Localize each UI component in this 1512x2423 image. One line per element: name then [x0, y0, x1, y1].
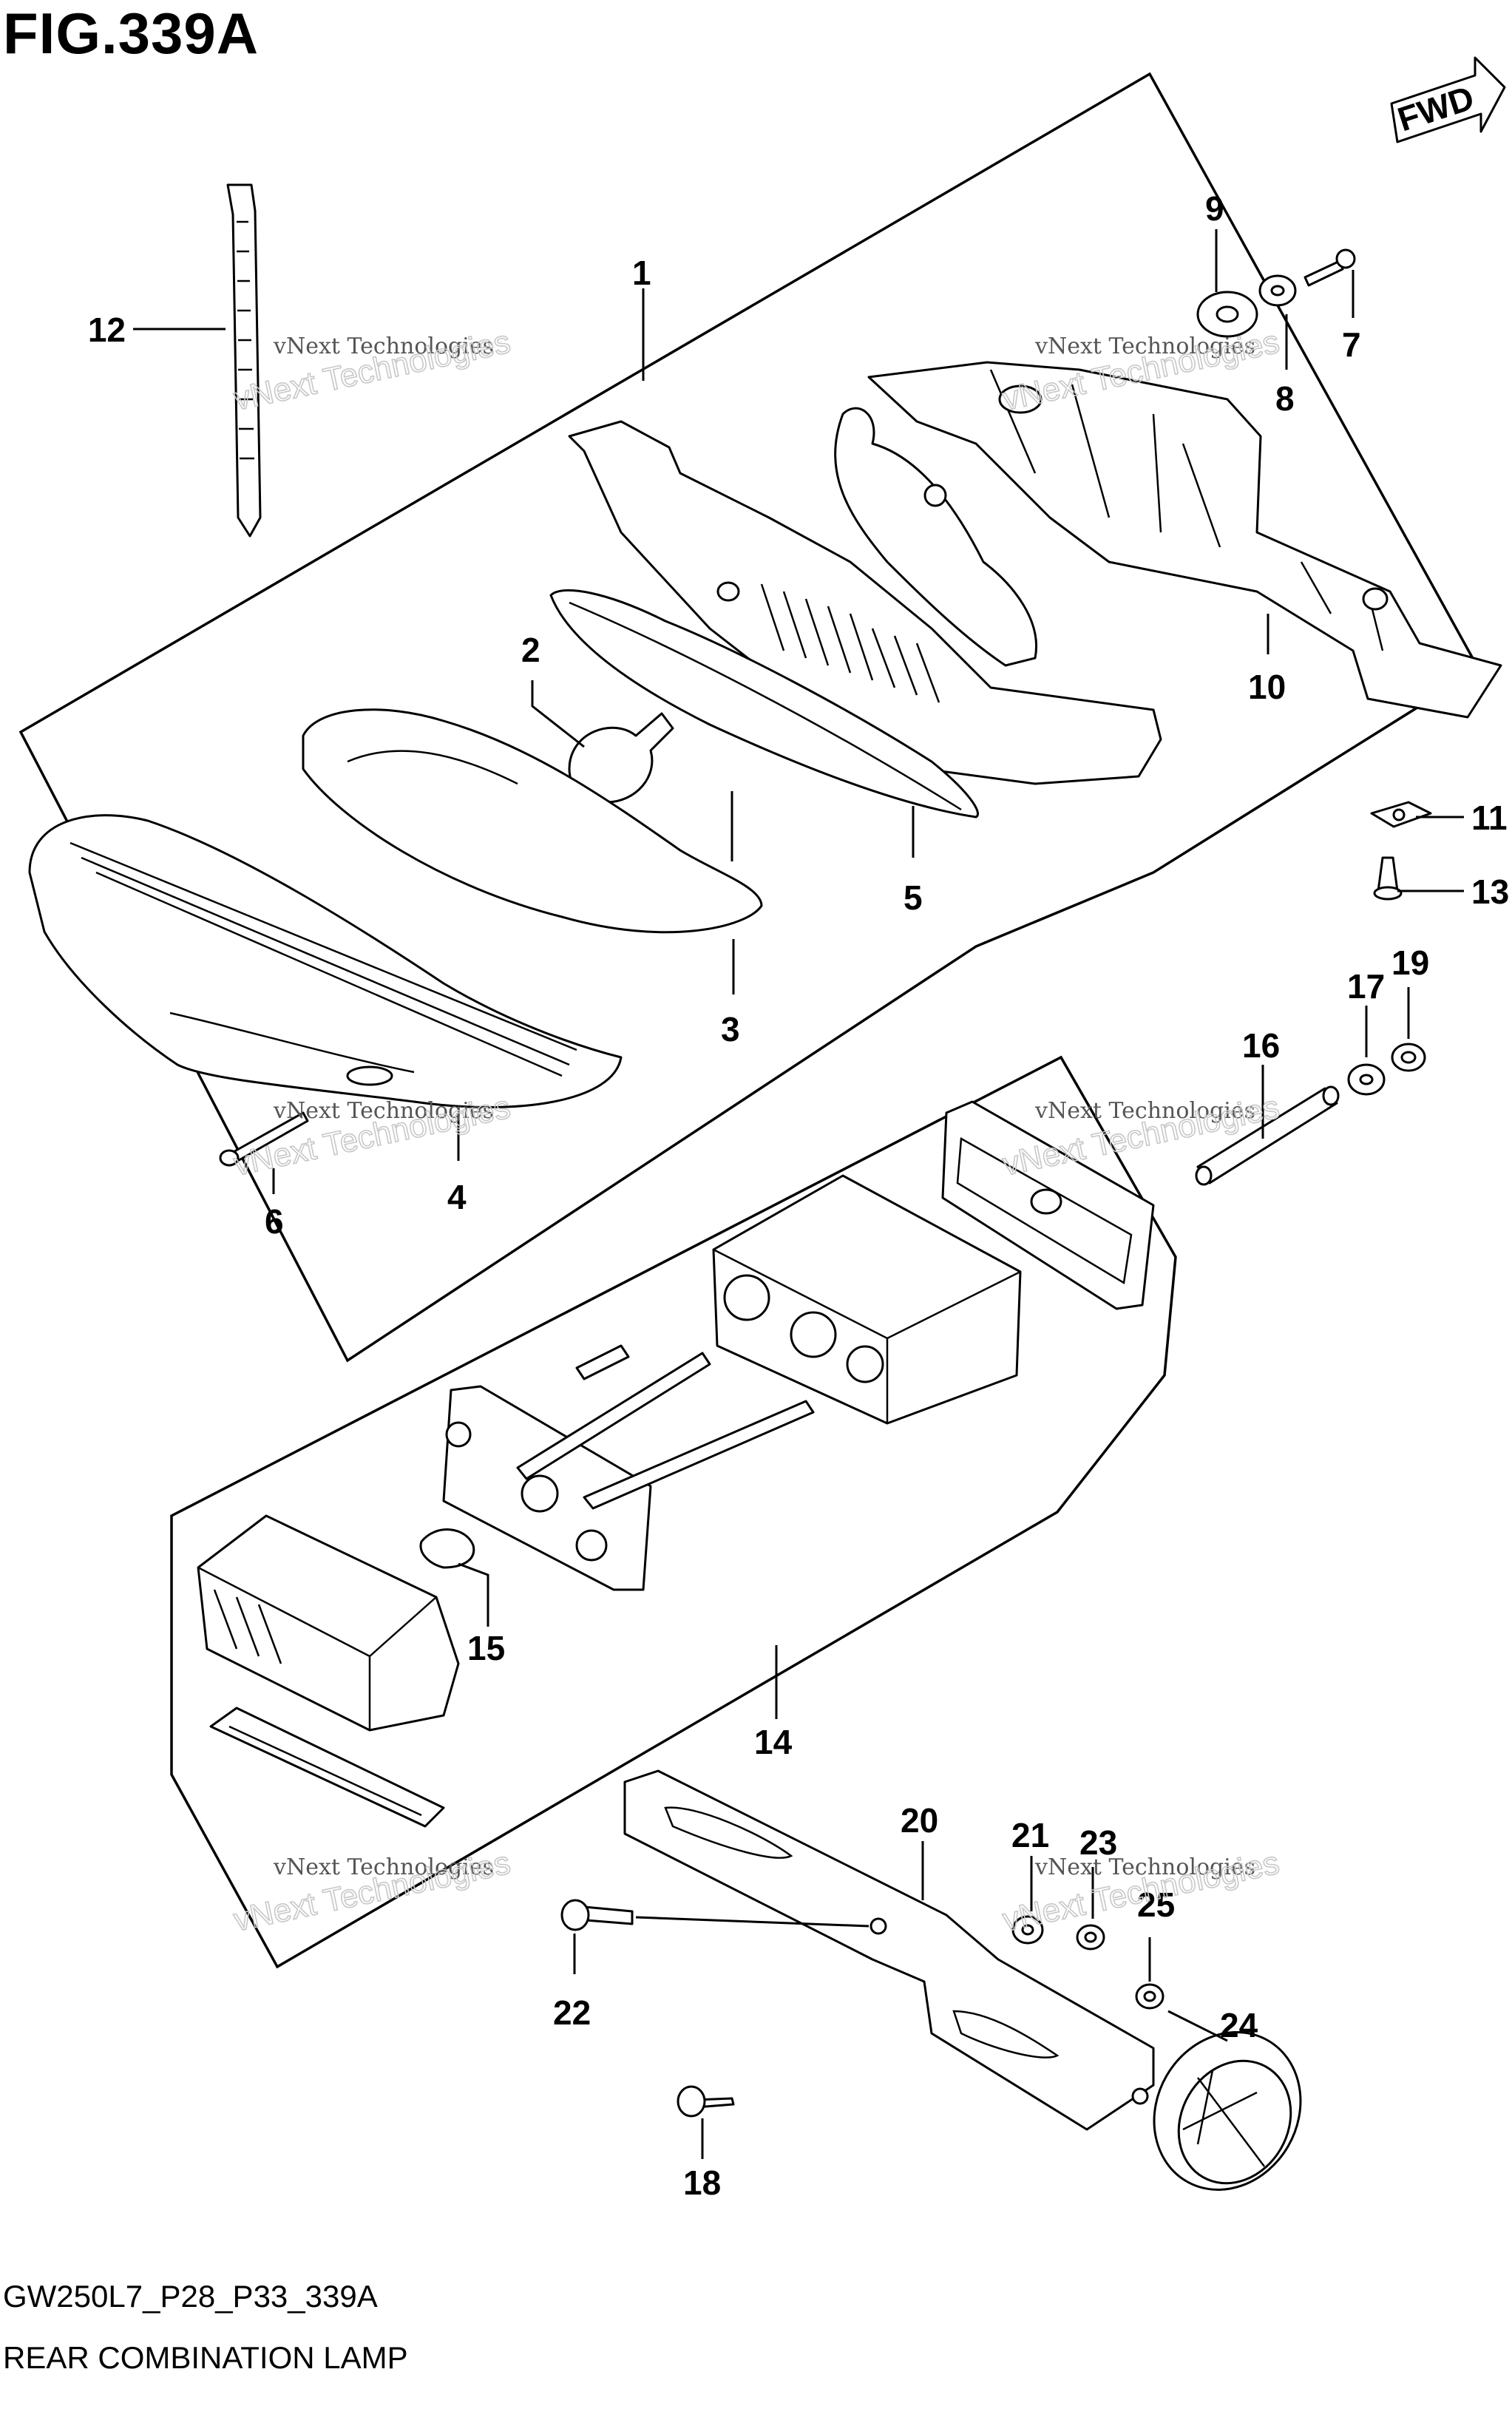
fwd-arrow-icon: FWD	[1390, 56, 1506, 143]
callout-6: 6	[265, 1202, 284, 1241]
callout-12: 12	[88, 311, 126, 349]
license-bulb-part	[419, 1528, 475, 1569]
nut-19-part	[1391, 1043, 1426, 1072]
callout-5: 5	[904, 878, 923, 917]
clamp-plug-part	[677, 2085, 735, 2118]
washer-part	[1258, 274, 1297, 307]
bracket-part	[867, 361, 1502, 719]
watermark-text: vNext Technologies	[1034, 1854, 1255, 1880]
callout-4: 4	[447, 1178, 467, 1216]
license-lens-cover-part	[209, 1707, 445, 1828]
model-code: GW250L7_P28_P33_339A	[3, 2279, 378, 2314]
callout-8: 8	[1275, 379, 1295, 418]
lamp-housing-part	[568, 407, 1162, 785]
leader-lines	[133, 229, 1464, 2159]
watermark-bottom-left: vNext Technologies vNext Technologies	[230, 1844, 514, 1939]
watermark-top-left: vNext Technologies vNext Technologies	[230, 323, 514, 418]
cable-tie-part	[226, 183, 262, 538]
group-box-14	[170, 1055, 1177, 1969]
watermark-text: vNext Technologies	[1034, 333, 1255, 359]
callout-17: 17	[1347, 967, 1385, 1006]
callout-19: 19	[1391, 943, 1429, 982]
reflector-part	[1153, 2031, 1302, 2191]
callout-22: 22	[553, 1993, 591, 2032]
callout-14: 14	[754, 1723, 793, 1761]
watermark-text: vNext Technologies	[273, 333, 494, 359]
bracket-screw-part	[560, 1899, 634, 1931]
callout-15: 15	[467, 1629, 505, 1667]
spacer-part	[1195, 1085, 1340, 1186]
watermark-bottom-right: vNext Technologies vNext Technologies	[999, 1844, 1283, 1939]
callout-25: 25	[1137, 1885, 1175, 1924]
watermark-text: vNext Technologies	[273, 1098, 494, 1124]
callout-21: 21	[1011, 1816, 1049, 1854]
gasket-part	[549, 589, 979, 819]
license-housing-part	[712, 1174, 1022, 1425]
callout-7: 7	[1342, 325, 1361, 364]
reflector-bracket-part	[623, 1769, 1155, 2131]
callout-23: 23	[1079, 1823, 1117, 1862]
socket-plate-part	[442, 1344, 815, 1591]
callout-9: 9	[1205, 189, 1224, 228]
callout-20: 20	[901, 1801, 938, 1840]
group-box-1	[18, 72, 1481, 1363]
speed-nut-part	[1370, 801, 1432, 828]
grommet-part	[1196, 291, 1258, 338]
watermark-text: vNext Technologies	[1034, 1098, 1255, 1124]
reflector-nut-25-part	[1135, 1983, 1164, 2010]
lens-part	[302, 708, 763, 934]
cover-part	[28, 814, 623, 1108]
reflector-washer-part	[1011, 1915, 1044, 1945]
license-gasket-part	[941, 1100, 1155, 1310]
screw-part	[1303, 248, 1356, 287]
callout-labels: 1 2 3 4 5 6 7 8 9 10 11 12 13 14 15 16 1…	[88, 189, 1509, 2202]
callout-13: 13	[1471, 872, 1509, 911]
watermark-mid-right: vNext Technologies vNext Technologies	[999, 1088, 1283, 1184]
figure-title: FIG.339A	[3, 1, 260, 66]
section-name: REAR COMBINATION LAMP	[3, 2340, 408, 2375]
license-lens-part	[197, 1514, 460, 1732]
callout-10: 10	[1248, 668, 1286, 706]
callout-1: 1	[632, 254, 651, 292]
callout-11: 11	[1471, 799, 1508, 837]
callout-16: 16	[1242, 1026, 1280, 1065]
callout-3: 3	[721, 1010, 740, 1048]
tapping-screw-part	[1373, 856, 1403, 901]
lens-screw-part	[219, 1111, 309, 1167]
washer-17-part	[1347, 1063, 1386, 1096]
watermark-text: vNext Technologies	[273, 1854, 494, 1880]
callout-2: 2	[521, 631, 540, 669]
reflector-nut-part	[1076, 1924, 1105, 1951]
callout-24: 24	[1220, 2006, 1258, 2044]
callout-18: 18	[683, 2163, 721, 2202]
